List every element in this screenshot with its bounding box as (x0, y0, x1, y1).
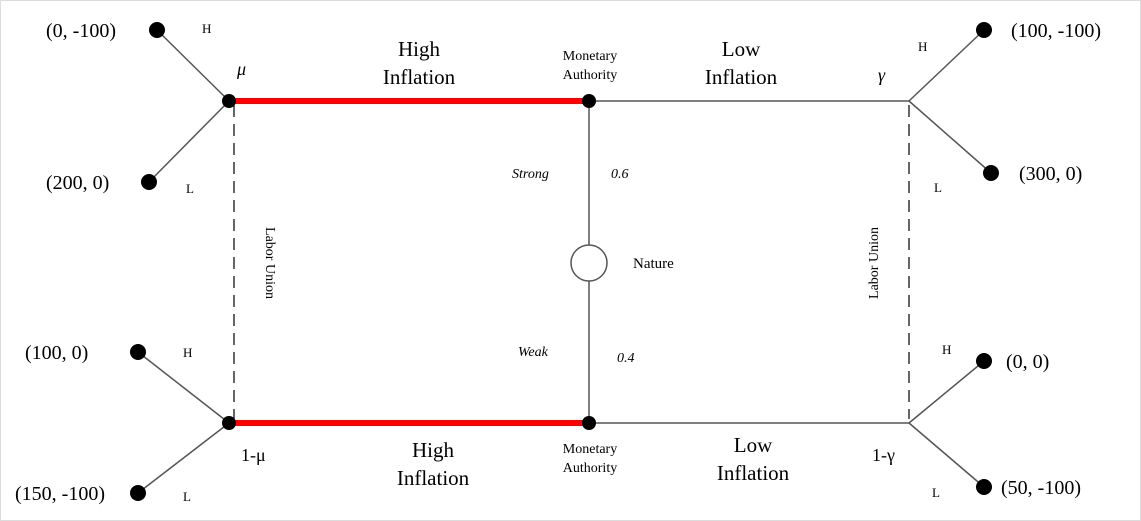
payoff-tl-H: (0, -100) (46, 20, 116, 42)
label-low-inflation-top-2: Inflation (705, 65, 778, 89)
edge-bl-L (137, 422, 230, 494)
terminal-tr-H (976, 22, 992, 38)
label-high-inflation-bottom-1: High (412, 438, 455, 462)
move-tr-H: H (918, 39, 927, 54)
terminal-tr-L (983, 165, 999, 181)
edge-bl-H (137, 351, 230, 424)
payoff-br-H: (0, 0) (1006, 351, 1049, 373)
label-monetary-authority-top-1: Monetary (563, 49, 617, 64)
terminal-bl-H (130, 344, 146, 360)
label-low-inflation-top-1: Low (722, 37, 761, 61)
edge-tr-H (908, 29, 985, 102)
move-tl-H: H (202, 21, 211, 36)
terminal-br-L (976, 479, 992, 495)
terminal-tl-H (149, 22, 165, 38)
label-high-inflation-top-2: Inflation (383, 65, 456, 89)
label-monetary-authority-bottom-2: Authority (563, 461, 617, 476)
node-ma-bottom (582, 416, 596, 430)
node-union-bottom-left (222, 416, 236, 430)
payoff-tr-L: (300, 0) (1019, 163, 1082, 185)
move-br-L: L (932, 485, 940, 500)
edge-tr-L (908, 100, 992, 174)
payoff-tr-H: (100, -100) (1011, 20, 1101, 42)
label-prob-weak: 0.4 (617, 351, 635, 366)
edge-br-L (908, 422, 985, 488)
payoff-bl-L: (150, -100) (15, 483, 105, 505)
label-one-minus-mu: 1-μ (241, 445, 266, 465)
label-high-inflation-bottom-2: Inflation (397, 466, 470, 490)
terminal-tl-L (141, 174, 157, 190)
payoff-bl-H: (100, 0) (25, 342, 88, 364)
node-nature (570, 244, 608, 282)
label-mu: μ (236, 59, 246, 79)
label-gamma: γ (878, 65, 886, 85)
label-monetary-authority-top-2: Authority (563, 68, 617, 83)
terminal-bl-L (130, 485, 146, 501)
label-labor-union-left: Labor Union (262, 227, 277, 299)
label-nature: Nature (633, 256, 674, 272)
label-labor-union-right: Labor Union (867, 227, 882, 299)
label-prob-strong: 0.6 (611, 167, 629, 182)
label-low-inflation-bottom-2: Inflation (717, 461, 790, 485)
move-bl-H: H (183, 345, 192, 360)
label-weak: Weak (518, 345, 549, 360)
move-tr-L: L (934, 180, 942, 195)
terminal-br-H (976, 353, 992, 369)
node-union-top-left (222, 94, 236, 108)
payoff-tl-L: (200, 0) (46, 172, 109, 194)
payoff-br-L: (50, -100) (1001, 477, 1081, 499)
move-bl-L: L (183, 489, 191, 504)
move-tl-L: L (186, 181, 194, 196)
edge-tl-L (148, 100, 230, 183)
label-low-inflation-bottom-1: Low (734, 433, 773, 457)
node-ma-top (582, 94, 596, 108)
label-high-inflation-top-1: High (398, 37, 441, 61)
label-monetary-authority-bottom-1: Monetary (563, 442, 617, 457)
edge-br-H (908, 360, 985, 424)
label-one-minus-gamma: 1-γ (872, 445, 895, 465)
edge-tl-H (156, 29, 230, 102)
move-br-H: H (942, 342, 951, 357)
label-strong: Strong (512, 167, 549, 182)
